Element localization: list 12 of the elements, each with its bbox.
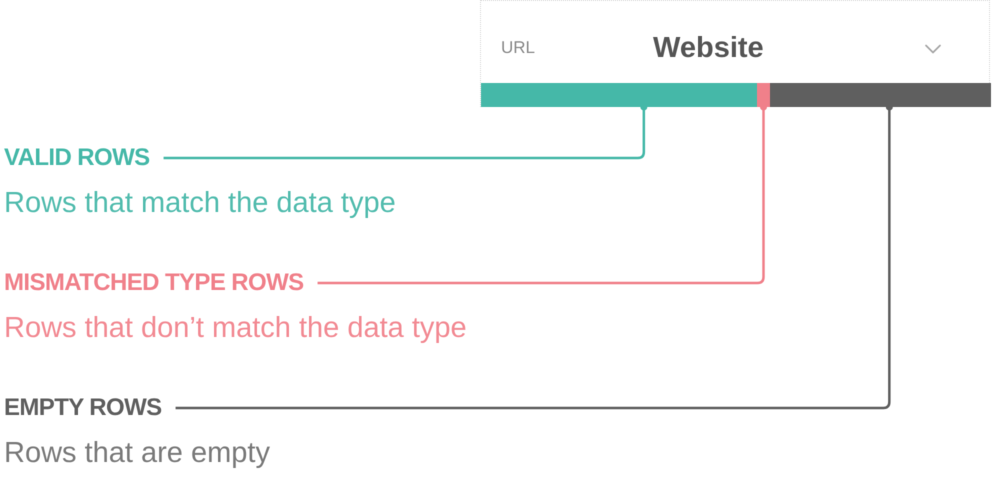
column-type-label: URL [501,37,536,59]
row-type-description: Rows that are empty [4,436,270,471]
row-type-heading: EMPTY ROWS [4,393,162,423]
bar-segment [757,83,770,107]
column-name: Website [653,31,764,66]
row-type-heading: VALID ROWS [4,143,150,173]
bar-segment [770,83,991,107]
bar-segment [481,83,757,107]
row-type-description: Rows that don’t match the data type [4,311,467,346]
row-type-heading: MISMATCHED TYPE ROWS [4,268,304,298]
column-header-card [480,0,990,107]
row-type-description: Rows that match the data type [4,186,396,221]
